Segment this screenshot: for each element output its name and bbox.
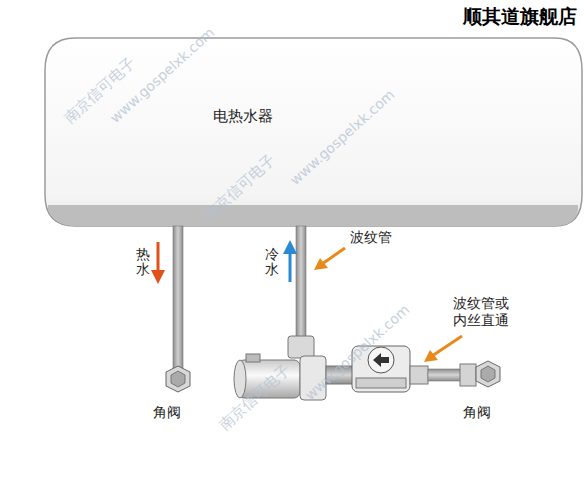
store-banner: 顺其道旗舰店: [457, 2, 583, 32]
cold-water-label: 冷水: [265, 247, 279, 278]
callout-label: 波纹管: [350, 229, 392, 247]
hot-water-label: 热水: [136, 247, 150, 278]
valve-label: 角阀: [153, 404, 181, 422]
heater-name: 电热水器: [213, 107, 273, 126]
valve-label: 角阀: [463, 404, 491, 422]
callout-label: 波纹管或内丝直通: [453, 295, 517, 330]
